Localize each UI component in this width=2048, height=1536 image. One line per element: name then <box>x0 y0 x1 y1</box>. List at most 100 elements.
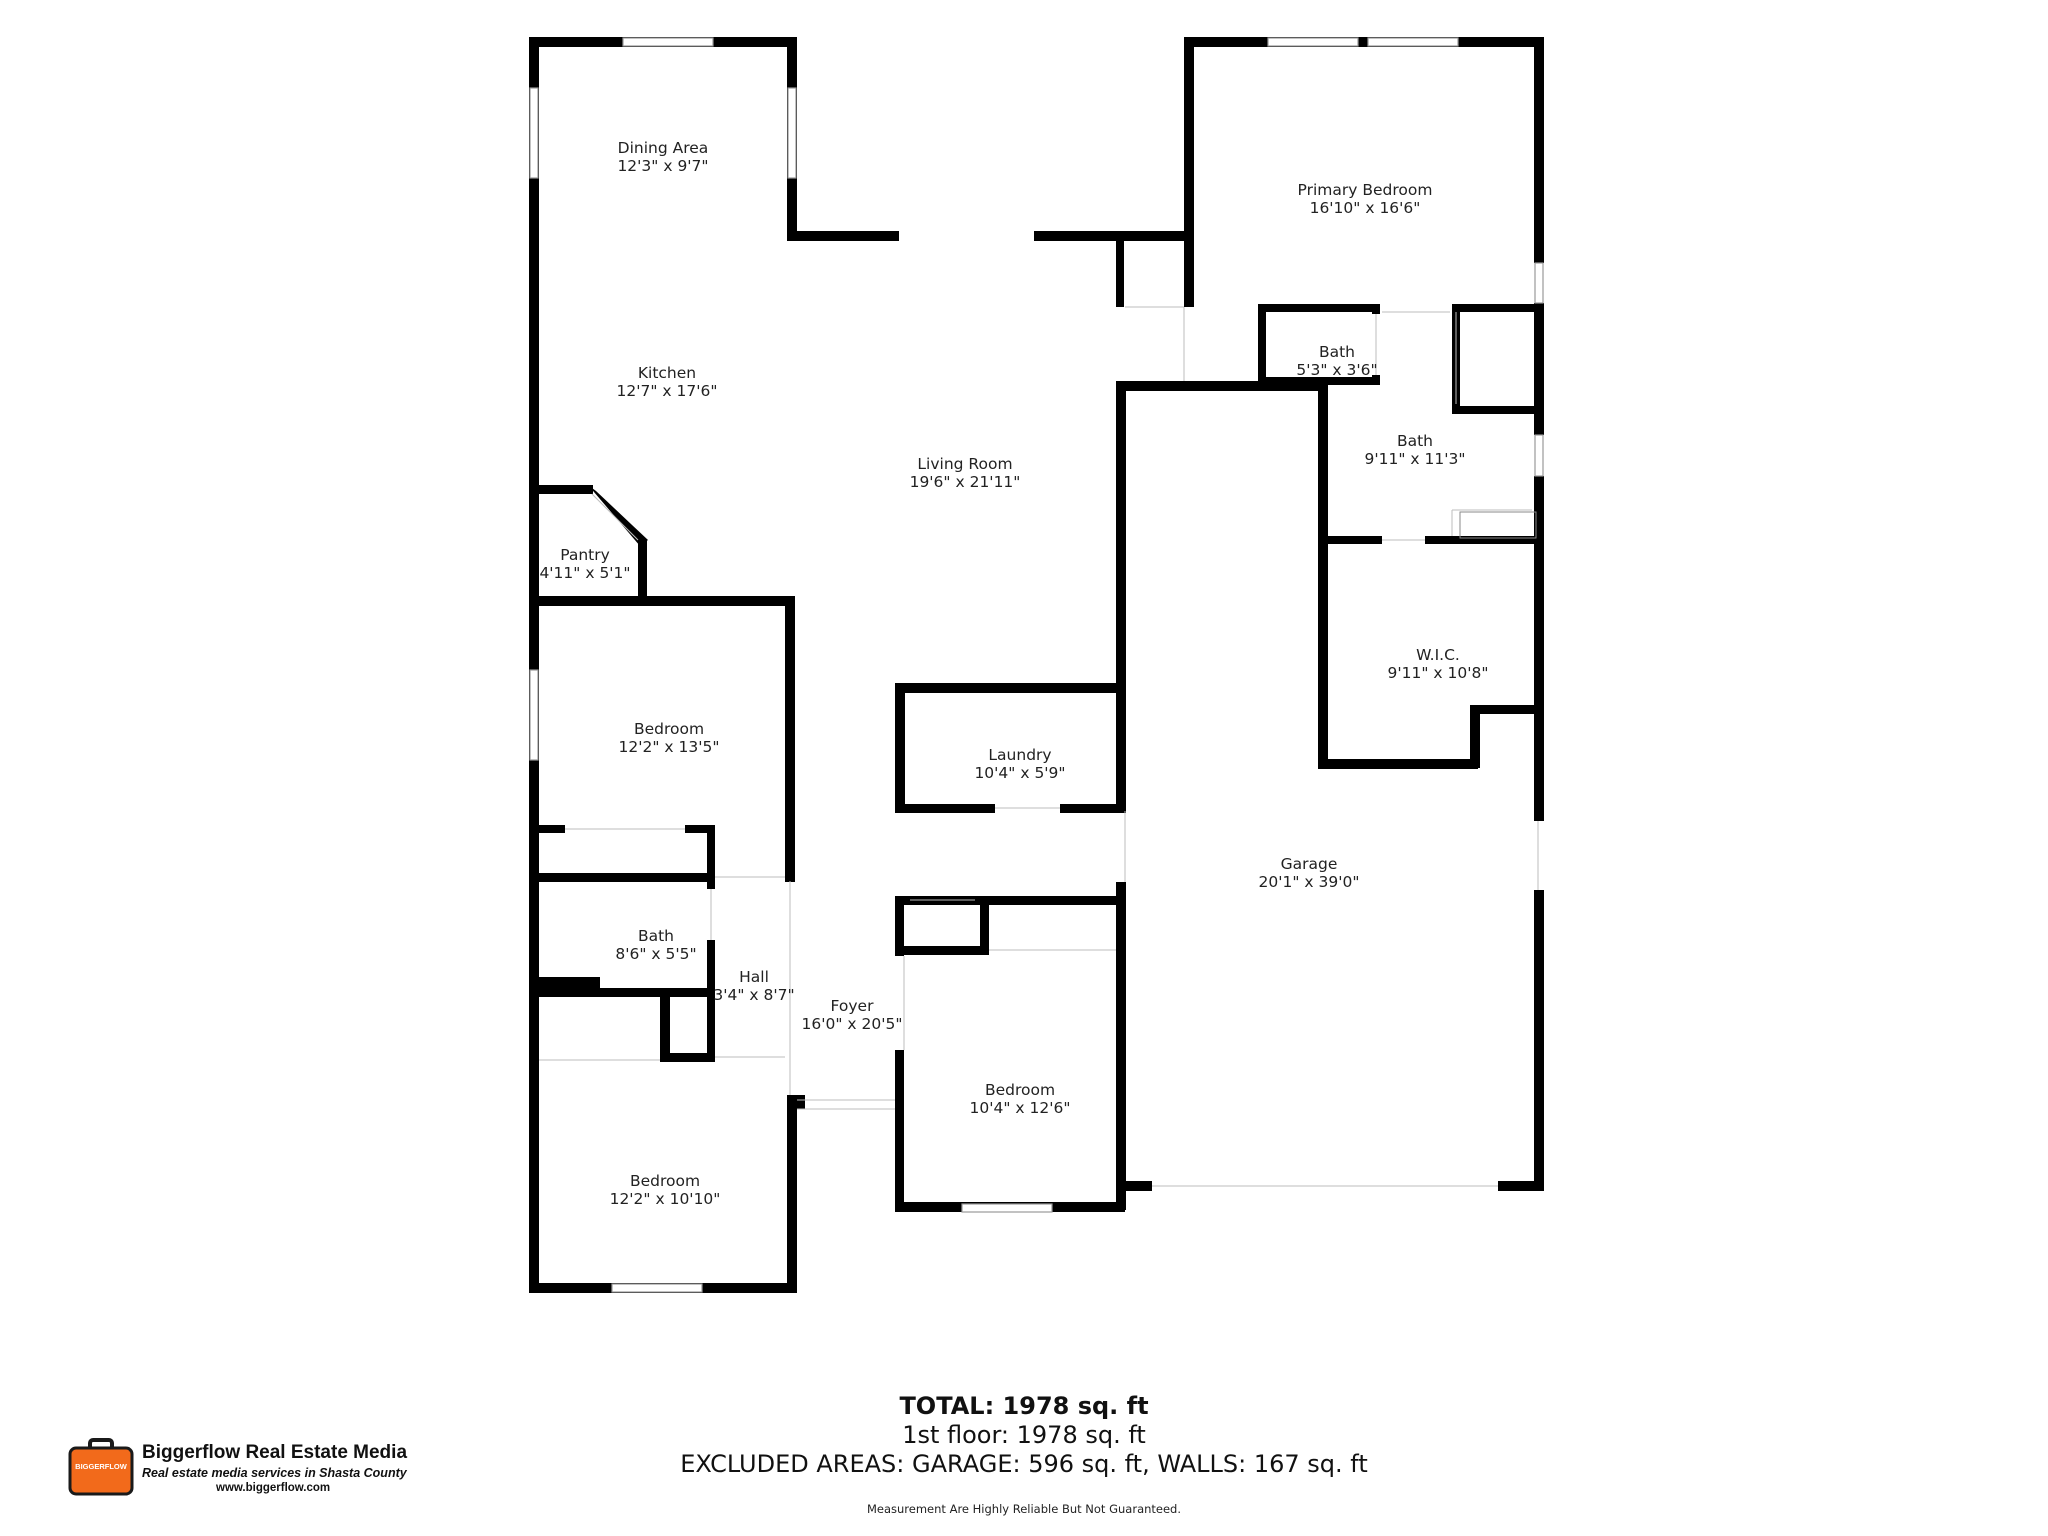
room-hall: Hall 3'4" x 8'7" <box>713 968 794 1004</box>
wall <box>707 825 715 880</box>
room-dims: 10'4" x 12'6" <box>970 1099 1071 1117</box>
floor-area: 1st floor: 1978 sq. ft <box>902 1421 1146 1449</box>
wall <box>785 596 795 881</box>
wall <box>1452 304 1542 312</box>
wall <box>1116 882 1126 1210</box>
room-dims: 4'11" x 5'1" <box>539 564 630 582</box>
wall <box>1116 381 1328 391</box>
room-garage: Garage 20'1" x 39'0" <box>1259 855 1360 891</box>
room-bedroom-1: Bedroom 12'2" x 13'5" <box>619 720 720 756</box>
room-name: W.I.C. <box>1416 646 1460 664</box>
wall <box>535 485 593 494</box>
window <box>1534 434 1544 477</box>
room-dims: 12'2" x 13'5" <box>619 738 720 756</box>
wall <box>707 877 715 889</box>
wall <box>1258 304 1266 384</box>
wall <box>1060 804 1126 813</box>
room-name: Foyer <box>831 997 875 1015</box>
wall <box>1425 536 1542 544</box>
room-bedroom-2: Bedroom 12'2" x 10'10" <box>610 1172 721 1208</box>
wall <box>1116 231 1124 307</box>
room-name: Primary Bedroom <box>1298 181 1433 199</box>
wall <box>1372 304 1380 314</box>
vanity <box>1459 511 1537 539</box>
wall <box>685 825 715 833</box>
wall <box>707 940 715 1062</box>
brand-name: Biggerflow Real Estate Media <box>142 1442 408 1463</box>
floor-plan: Dining Area 12'3" x 9'7" Kitchen 12'7" x… <box>529 37 1544 1293</box>
wall <box>895 683 905 813</box>
wall <box>529 37 539 1293</box>
room-dims: 12'7" x 17'6" <box>617 382 718 400</box>
room-dims: 8'6" x 5'5" <box>615 945 696 963</box>
wall <box>895 896 904 956</box>
room-name: Bedroom <box>630 1172 700 1190</box>
wall <box>535 977 600 991</box>
room-dims: 20'1" x 39'0" <box>1259 873 1360 891</box>
wall <box>588 485 648 546</box>
total-area: TOTAL: 1978 sq. ft <box>899 1392 1149 1420</box>
room-dims: 9'11" x 11'3" <box>1365 450 1466 468</box>
wall <box>1116 1181 1152 1191</box>
wall <box>1318 536 1382 544</box>
window <box>622 37 714 47</box>
wall <box>638 539 647 601</box>
room-laundry: Laundry 10'4" x 5'9" <box>974 746 1065 782</box>
room-name: Bedroom <box>985 1081 1055 1099</box>
wall <box>535 988 715 997</box>
brand-tagline: Real estate media services in Shasta Cou… <box>142 1466 407 1480</box>
room-bath-primary: Bath 9'11" x 11'3" <box>1365 432 1466 468</box>
window <box>529 87 539 179</box>
brand-block: BIGGERFLOW Biggerflow Real Estate Media … <box>68 1438 448 1504</box>
wall <box>895 683 1125 693</box>
brand-logo-icon: BIGGERFLOW <box>68 1438 134 1496</box>
room-name: Kitchen <box>638 364 696 382</box>
wall <box>535 596 795 606</box>
room-dims: 5'3" x 3'6" <box>1296 361 1377 379</box>
brand-url[interactable]: www.biggerflow.com <box>216 1482 331 1494</box>
wall <box>1318 759 1478 769</box>
room-name: Bath <box>1397 432 1433 450</box>
wall <box>1184 37 1194 233</box>
wall <box>1452 406 1542 414</box>
room-dims: 9'11" x 10'8" <box>1388 664 1489 682</box>
wall <box>1318 384 1328 768</box>
wall <box>895 946 989 955</box>
wall <box>1534 476 1544 821</box>
wall <box>535 825 565 833</box>
window <box>1367 37 1459 47</box>
wall <box>1184 37 1544 47</box>
room-dims: 3'4" x 8'7" <box>713 986 794 1004</box>
wall <box>1116 381 1126 811</box>
wall <box>1372 375 1380 385</box>
room-name: Bath <box>638 927 674 945</box>
room-bath-hall: Bath 8'6" x 5'5" <box>615 927 696 963</box>
room-name: Garage <box>1281 855 1338 873</box>
wall <box>1498 1181 1544 1191</box>
room-bath-small: Bath 5'3" x 3'6" <box>1296 343 1377 379</box>
wall <box>795 1095 805 1109</box>
room-name: Pantry <box>560 546 610 564</box>
room-dims: 19'6" x 21'11" <box>910 473 1021 491</box>
window <box>787 87 797 179</box>
wall <box>1258 304 1380 312</box>
wall <box>1034 231 1194 241</box>
wall <box>660 1053 715 1062</box>
door-line <box>591 493 639 541</box>
room-dining-area: Dining Area 12'3" x 9'7" <box>617 139 708 175</box>
wall <box>1534 303 1544 435</box>
wall <box>895 1050 904 1212</box>
window <box>961 1203 1053 1213</box>
wall <box>895 896 1125 905</box>
wall <box>1534 37 1544 263</box>
walls <box>529 37 1544 1293</box>
room-name: Laundry <box>988 746 1051 764</box>
room-name: Living Room <box>917 455 1012 473</box>
window <box>1267 37 1359 47</box>
window <box>611 1283 703 1293</box>
windows <box>529 37 1544 1293</box>
wall <box>1470 705 1480 768</box>
wall <box>895 804 995 813</box>
disclaimer: Measurement Are Highly Reliable But Not … <box>866 1502 1182 1516</box>
room-labels: Dining Area 12'3" x 9'7" Kitchen 12'7" x… <box>539 139 1488 1208</box>
